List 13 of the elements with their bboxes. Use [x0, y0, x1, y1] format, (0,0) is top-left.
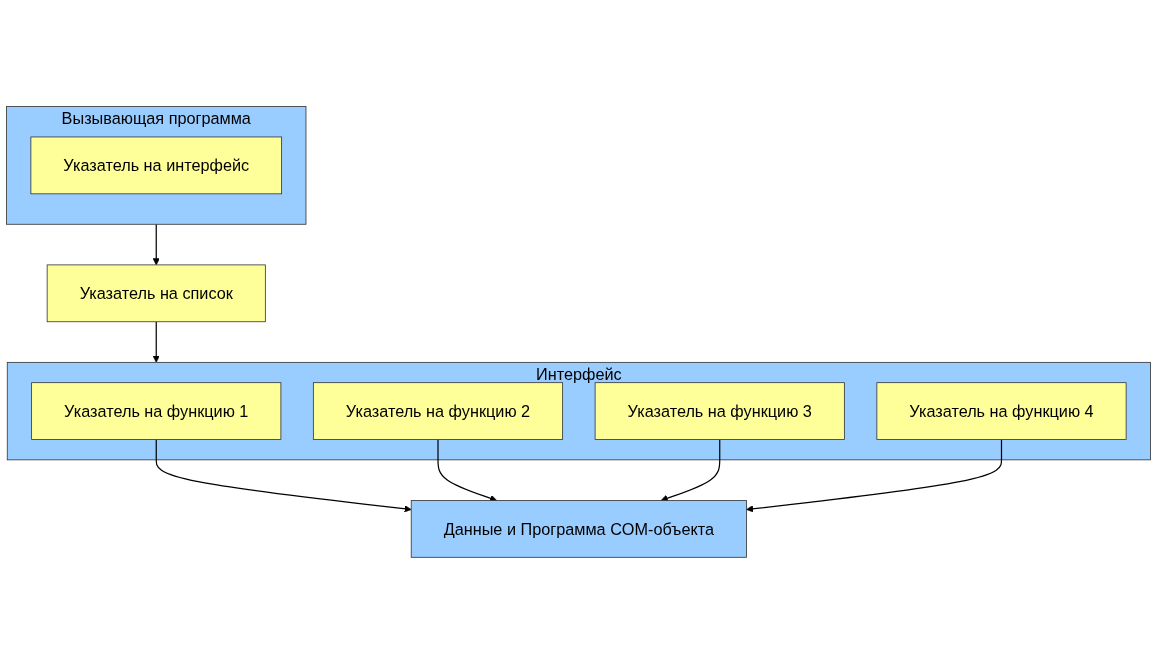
node-box: Указатель на интерфейс — [30, 136, 282, 195]
arrow — [660, 439, 721, 502]
node-box: Указатель на функцию 2 — [312, 382, 564, 441]
node-box: Указатель на функцию 1 — [31, 382, 282, 441]
arrow — [155, 439, 412, 513]
node-box: Указатель на список — [46, 264, 266, 323]
node-box: Указатель на функцию 4 — [876, 382, 1127, 441]
node-box: Указатель на функцию 3 — [594, 382, 845, 441]
node-box: Данные и Программа COM-объекта — [410, 500, 747, 558]
arrow — [152, 223, 160, 266]
arrow — [152, 321, 160, 363]
arrow — [746, 439, 1003, 513]
arrow — [437, 439, 497, 502]
